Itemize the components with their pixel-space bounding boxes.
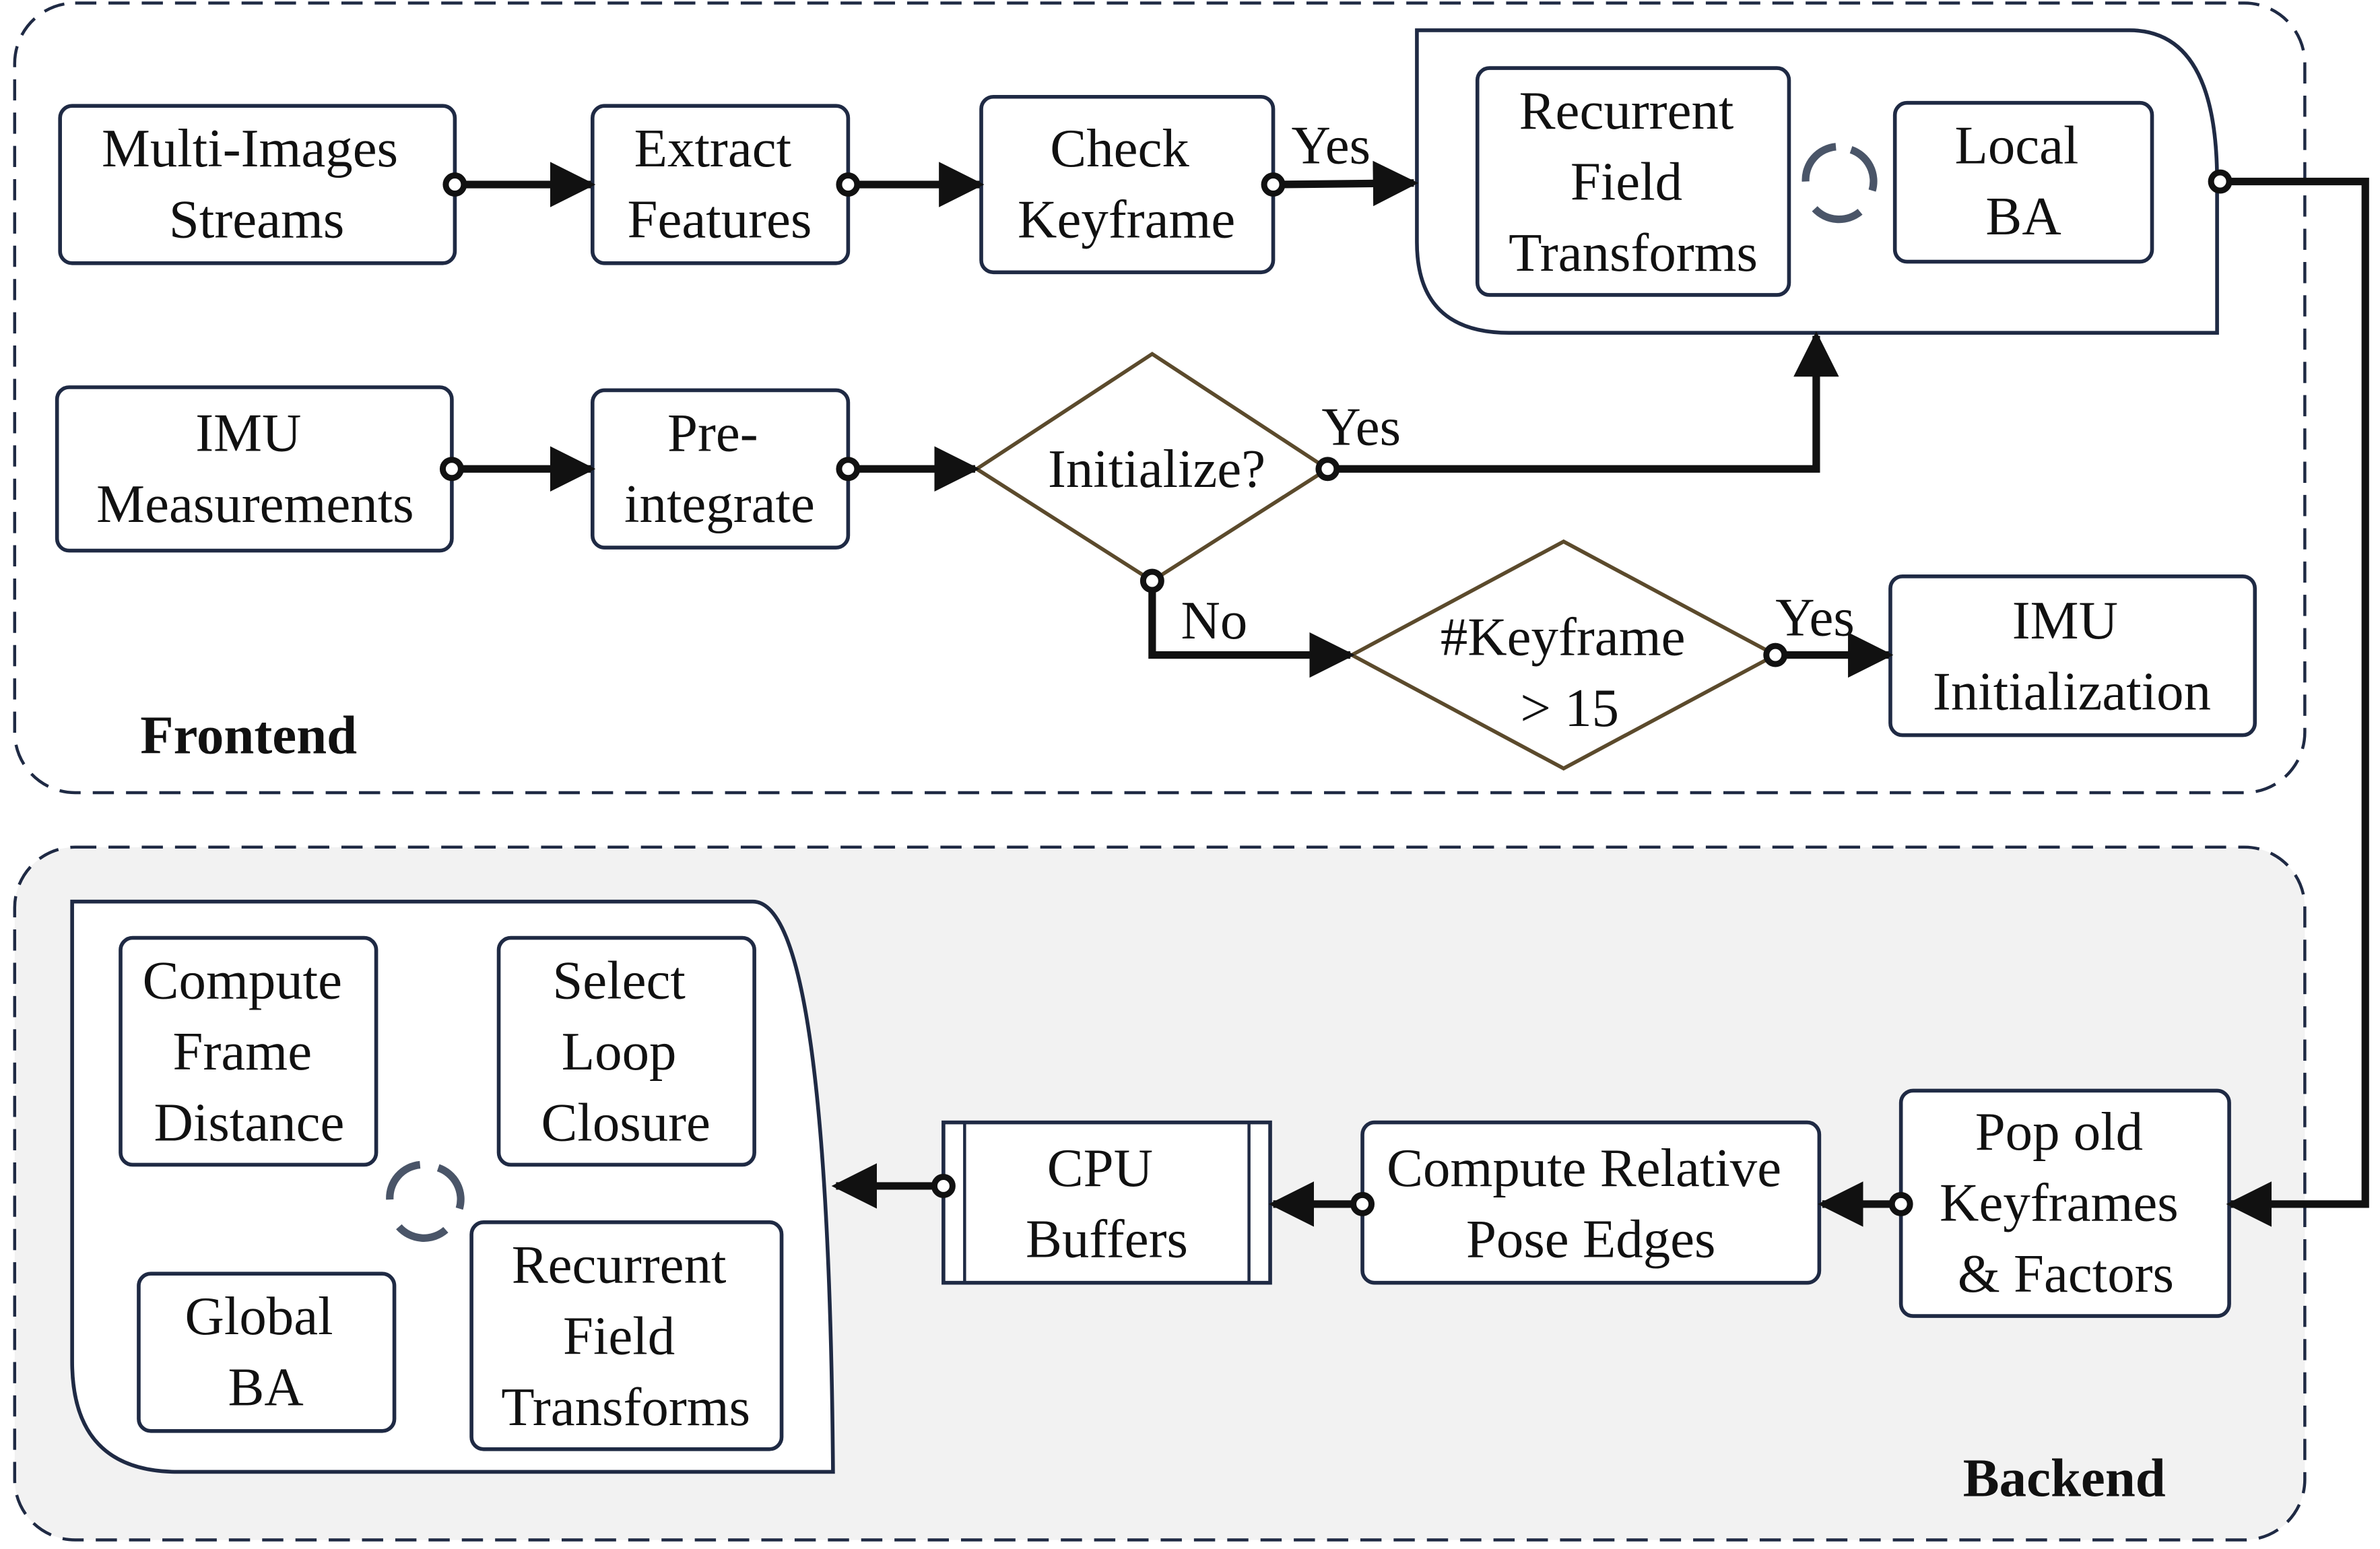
svg-text:Recurrent Field Tr: Recurrent Field Transforms <box>501 1235 750 1437</box>
frame-distance-line3: Distance <box>154 1093 345 1153</box>
arrow-check-to-local <box>1273 160 1419 207</box>
no-label-initialize: No <box>1181 591 1248 651</box>
local-ba-line2: BA <box>1985 187 2061 246</box>
recurrent-line1: Recurrent <box>1519 81 1734 141</box>
port-dot <box>1315 457 1340 482</box>
port-dot <box>1763 642 1788 667</box>
port-dot <box>931 1173 956 1198</box>
initialize-diamond: Initialize? <box>973 352 1331 583</box>
port-dot <box>836 457 861 482</box>
port-dot <box>2208 169 2233 194</box>
arrow-initialize-no-to-keyframe <box>1148 581 1355 678</box>
yes-label-check: Yes <box>1291 116 1370 176</box>
compute-relative-line2: Pose Edges <box>1466 1210 1716 1270</box>
imu-measurements-line1: IMU <box>195 403 301 463</box>
port-dot <box>1888 1191 1913 1216</box>
frontend-region <box>13 1 2307 795</box>
port-dot <box>439 457 464 482</box>
keyframe-count-line1: #Keyframe <box>1441 607 1686 667</box>
svg-text:Select Loop Closur: Select Loop Closure <box>541 950 710 1152</box>
extract-features-box: Extract Features <box>590 104 851 265</box>
yes-label-initialize: Yes <box>1321 397 1401 457</box>
imu-initialization-line2: Initialization <box>1933 661 2211 721</box>
port-dot <box>1261 172 1286 197</box>
svg-text:Compute Relative Pose Ed: Compute Relative Pose Edges <box>1387 1138 1795 1270</box>
pop-old-keyframes-box: Pop old Keyframes & Factors <box>1898 1088 2231 1318</box>
arrow-initialize-to-local <box>1327 331 1839 473</box>
select-loop-closure-box: Select Loop Closure <box>496 935 756 1167</box>
port-dot <box>836 172 861 197</box>
multi-images-line1: Multi-Images <box>102 119 398 178</box>
cycle-icon <box>1801 143 1878 224</box>
svg-text:Multi-Images Streams: Multi-Images Streams <box>102 119 411 250</box>
select-loop-line1: Select <box>552 950 686 1010</box>
compute-relative-pose-box: Compute Relative Pose Edges <box>1360 1120 1822 1285</box>
imu-initialization-line1: IMU <box>2012 591 2118 651</box>
yes-label-keyframe: Yes <box>1775 587 1855 647</box>
svg-text:#Keyframe > 15: #Keyframe > 15 <box>1441 607 1699 739</box>
frame-distance-line2: Frame <box>173 1022 312 1082</box>
local-ba-box: Local BA <box>1892 100 2154 264</box>
svg-text:Extract Features: Extract Features <box>628 119 812 250</box>
keyframe-count-line2: > 15 <box>1520 678 1619 738</box>
backend-recurrent-field-box: Recurrent Field Transforms <box>469 1220 784 1451</box>
multi-images-streams-box: Multi-Images Streams <box>58 104 457 265</box>
compute-frame-distance-box: Compute Frame Distance <box>119 935 378 1167</box>
svg-text:Pop old Keyframes: Pop old Keyframes & Factors <box>1940 1102 2192 1304</box>
backend-cycle-icon <box>386 1160 465 1242</box>
global-ba-line2: BA <box>228 1358 303 1418</box>
backend-recurrent-line2: Field <box>563 1306 675 1366</box>
keyframe-count-diamond: #Keyframe > 15 <box>1348 539 1780 771</box>
port-dot <box>1139 568 1164 593</box>
svg-text:Global BA: Global BA <box>185 1286 347 1418</box>
select-loop-line3: Closure <box>541 1093 710 1153</box>
port-dot <box>442 172 467 197</box>
arrow-frontend-to-backend <box>2220 177 2369 1227</box>
svg-text:Pre- integrate: Pre- integrate <box>624 403 815 534</box>
frontend-label: Frontend <box>140 706 357 766</box>
preintegrate-line1: Pre- <box>667 403 758 463</box>
frame-distance-line1: Compute <box>143 950 342 1010</box>
recurrent-line3: Transforms <box>1509 223 1758 283</box>
global-ba-box: Global BA <box>137 1272 397 1433</box>
extract-features-line2: Features <box>628 190 812 250</box>
svg-text:IMU Initialization: IMU Initialization <box>1933 591 2211 722</box>
pop-old-line1: Pop old <box>1975 1102 2143 1162</box>
backend-label: Backend <box>1963 1448 2166 1508</box>
recurrent-field-transforms-box: Recurrent Field Transforms <box>1475 66 1791 297</box>
check-keyframe-line2: Keyframe <box>1018 190 1235 250</box>
pop-old-line2: Keyframes <box>1940 1173 2179 1233</box>
compute-relative-line1: Compute Relative <box>1387 1138 1781 1198</box>
check-keyframe-line1: Check <box>1050 119 1189 178</box>
svg-text:Check Keyframe: Check Keyframe <box>1018 119 1235 250</box>
svg-text:Compute Frame Dist: Compute Frame Distance <box>143 950 356 1152</box>
recurrent-line2: Field <box>1571 152 1682 211</box>
cpu-buffers-line2: Buffers <box>1026 1210 1188 1270</box>
imu-initialization-box: IMU Initialization <box>1888 574 2257 737</box>
backend-recurrent-line3: Transforms <box>501 1377 750 1437</box>
check-keyframe-box: Check Keyframe <box>979 94 1276 275</box>
preintegrate-box: Pre- integrate <box>590 388 851 550</box>
local-ba-line1: Local <box>1954 116 2078 176</box>
port-dot <box>1350 1191 1375 1216</box>
svg-text:IMU Measurements: IMU Measurements <box>96 403 414 534</box>
cpu-buffers-box: CPU Buffers <box>941 1120 1272 1285</box>
connectors <box>439 160 2369 1227</box>
select-loop-line2: Loop <box>562 1022 677 1082</box>
svg-text:CPU Buffers: CPU Buffers <box>1026 1138 1188 1270</box>
global-ba-line1: Global <box>185 1286 333 1346</box>
svg-text:Recurrent Field Tr: Recurrent Field Transforms <box>1509 81 1758 283</box>
preintegrate-line2: integrate <box>624 474 815 534</box>
pop-old-line3: & Factors <box>1958 1244 2174 1304</box>
imu-measurements-box: IMU Measurements <box>55 385 454 553</box>
initialize-label: Initialize? <box>1048 439 1265 499</box>
imu-measurements-line2: Measurements <box>96 474 414 534</box>
multi-images-line2: Streams <box>169 190 344 250</box>
extract-features-line1: Extract <box>634 119 791 178</box>
backend-recurrent-line1: Recurrent <box>512 1235 727 1295</box>
svg-text:Local BA: Local BA <box>1954 116 2092 247</box>
cpu-buffers-line1: CPU <box>1047 1138 1153 1198</box>
